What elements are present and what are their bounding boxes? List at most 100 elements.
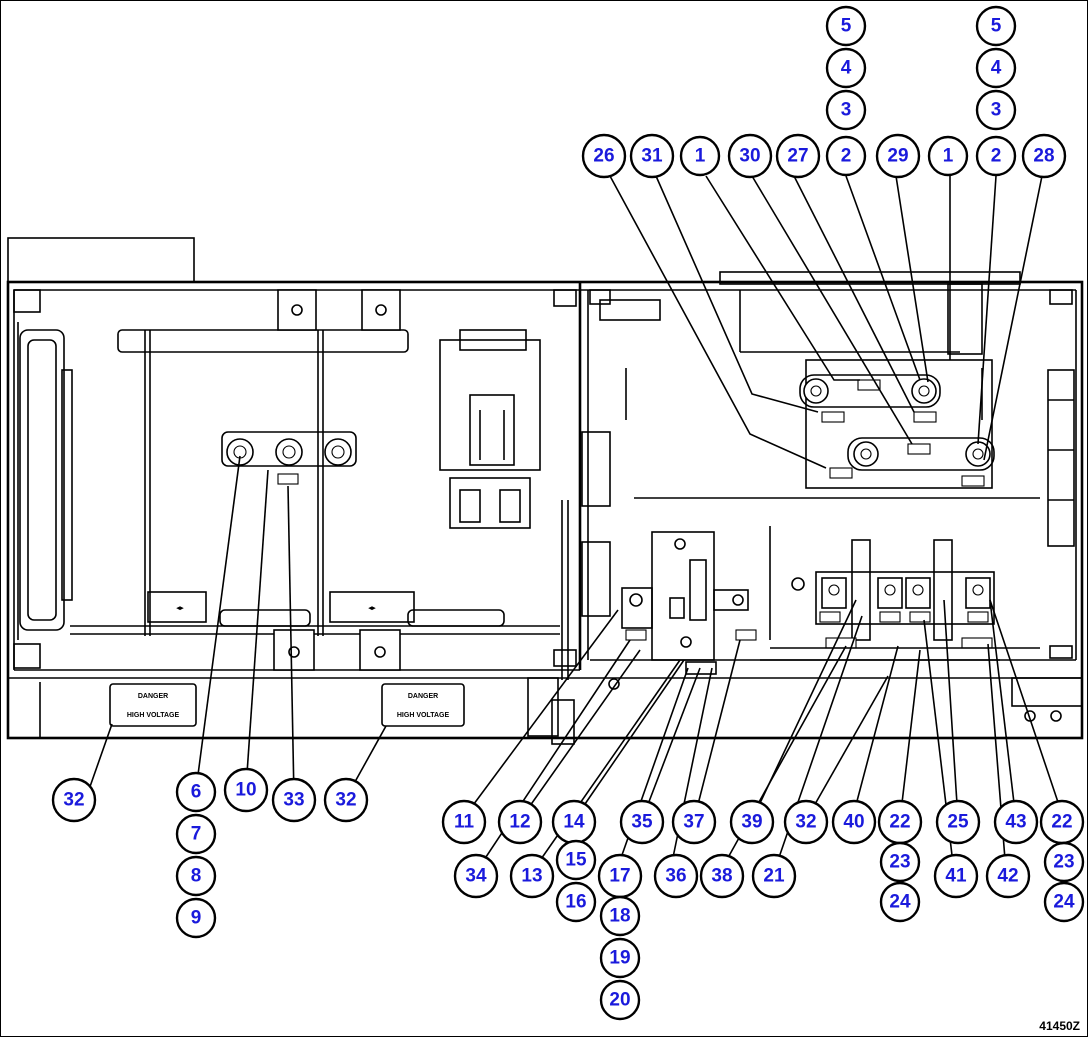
callout-bubble: 15 bbox=[555, 839, 597, 881]
callout-bubble: 35 bbox=[619, 799, 665, 845]
svg-text:4: 4 bbox=[841, 58, 852, 79]
callout-bubble: 38 bbox=[699, 853, 745, 899]
svg-text:14: 14 bbox=[563, 812, 585, 833]
callout-bubble: 28 bbox=[1021, 133, 1067, 179]
callout-bubble: 39 bbox=[729, 799, 775, 845]
svg-text:39: 39 bbox=[741, 812, 762, 833]
callout-bubble: 27 bbox=[775, 133, 821, 179]
callout-bubble: 32 bbox=[783, 799, 829, 845]
placard-right-line1: DANGER bbox=[408, 693, 438, 700]
callout-bubble: 1 bbox=[927, 135, 969, 177]
callout-bubble: 40 bbox=[831, 799, 877, 845]
callout-bubble: 24 bbox=[1043, 881, 1085, 923]
lower-breaker-assembly bbox=[760, 526, 1040, 661]
svg-text:12: 12 bbox=[509, 812, 530, 833]
control-module bbox=[621, 531, 757, 675]
svg-text:7: 7 bbox=[191, 824, 202, 845]
svg-text:11: 11 bbox=[454, 812, 475, 833]
callout-bubble: 14 bbox=[551, 799, 597, 845]
callout-bubble: 3 bbox=[825, 89, 867, 131]
svg-text:32: 32 bbox=[795, 812, 816, 833]
callout-bubble: 4 bbox=[975, 47, 1017, 89]
callout-bubble: 42 bbox=[985, 853, 1031, 899]
callout-bubble: 25 bbox=[935, 799, 981, 845]
callout-bubble: 6 bbox=[175, 771, 217, 813]
callout-bubble: 19 bbox=[599, 937, 641, 979]
svg-text:22: 22 bbox=[1051, 812, 1072, 833]
svg-text:29: 29 bbox=[887, 146, 908, 167]
svg-text:3: 3 bbox=[991, 100, 1002, 121]
callout-bubble: 17 bbox=[597, 853, 643, 899]
danger-placard-left: DANGER HIGH VOLTAGE bbox=[109, 683, 197, 727]
svg-text:5: 5 bbox=[991, 16, 1002, 37]
svg-text:22: 22 bbox=[889, 812, 910, 833]
callout-bubble: 43 bbox=[993, 799, 1039, 845]
svg-text:20: 20 bbox=[609, 990, 630, 1011]
svg-text:2: 2 bbox=[841, 146, 852, 167]
callout-bubble: 7 bbox=[175, 813, 217, 855]
svg-text:26: 26 bbox=[593, 146, 614, 167]
callout-bubble: 22 bbox=[1039, 799, 1085, 845]
svg-text:30: 30 bbox=[739, 146, 760, 167]
svg-text:6: 6 bbox=[191, 782, 202, 803]
svg-text:41: 41 bbox=[945, 866, 967, 887]
callout-bubble: 23 bbox=[879, 841, 921, 883]
svg-text:23: 23 bbox=[1053, 852, 1074, 873]
svg-text:5: 5 bbox=[841, 16, 852, 37]
svg-text:10: 10 bbox=[235, 780, 256, 801]
callout-bubble: 8 bbox=[175, 855, 217, 897]
svg-text:1: 1 bbox=[943, 146, 954, 167]
callout-bubble: 31 bbox=[629, 133, 675, 179]
callout-bubble: 12 bbox=[497, 799, 543, 845]
danger-placard-right: DANGER HIGH VOLTAGE bbox=[381, 683, 465, 727]
svg-text:40: 40 bbox=[843, 812, 864, 833]
callout-bubble: 2 bbox=[825, 135, 867, 177]
callout-bubble: 13 bbox=[509, 853, 555, 899]
svg-text:42: 42 bbox=[997, 866, 1018, 887]
callout-bubble: 29 bbox=[875, 133, 921, 179]
svg-text:38: 38 bbox=[711, 866, 732, 887]
callout-bubble: 22 bbox=[877, 799, 923, 845]
upper-busbar-assembly bbox=[599, 271, 1040, 499]
callout-bubble: 4 bbox=[825, 47, 867, 89]
svg-text:4: 4 bbox=[991, 58, 1002, 79]
svg-text:2: 2 bbox=[991, 146, 1002, 167]
svg-text:33: 33 bbox=[283, 790, 304, 811]
callout-bubble: 1 bbox=[679, 135, 721, 177]
figure-id: 41450Z bbox=[1039, 1019, 1080, 1033]
placard-left-line2: HIGH VOLTAGE bbox=[127, 712, 180, 719]
svg-text:37: 37 bbox=[683, 812, 704, 833]
callout-bubble: 11 bbox=[441, 799, 487, 845]
callout-bubble: 3 bbox=[975, 89, 1017, 131]
svg-text:43: 43 bbox=[1005, 812, 1026, 833]
panel-enclosure: ◂▸ ◂▸ bbox=[6, 237, 1084, 740]
svg-text:15: 15 bbox=[565, 850, 587, 871]
callout-bubble: 5 bbox=[825, 5, 867, 47]
svg-text:8: 8 bbox=[191, 866, 202, 887]
svg-text:18: 18 bbox=[609, 906, 630, 927]
callout-bubble: 21 bbox=[751, 853, 797, 899]
callout-bubble: 10 bbox=[223, 767, 269, 813]
callout-bubble: 24 bbox=[879, 881, 921, 923]
svg-text:36: 36 bbox=[665, 866, 686, 887]
svg-text:32: 32 bbox=[63, 790, 84, 811]
callout-bubble: 34 bbox=[453, 853, 499, 899]
callout-bubble: 41 bbox=[933, 853, 979, 899]
svg-text:31: 31 bbox=[641, 146, 663, 167]
left-terminal-block bbox=[221, 431, 357, 485]
svg-text:17: 17 bbox=[609, 866, 630, 887]
svg-text:3: 3 bbox=[841, 100, 852, 121]
callout-bubble: 36 bbox=[653, 853, 699, 899]
callout-bubble: 20 bbox=[599, 979, 641, 1021]
callout-bubble: 26 bbox=[581, 133, 627, 179]
callout-bubble: 18 bbox=[599, 895, 641, 937]
callout-bubble: 30 bbox=[727, 133, 773, 179]
placard-left-line1: DANGER bbox=[138, 693, 168, 700]
callout-bubble: 32 bbox=[323, 777, 369, 823]
callout-bubble: 9 bbox=[175, 897, 217, 939]
svg-text:16: 16 bbox=[565, 892, 586, 913]
svg-text:13: 13 bbox=[521, 866, 542, 887]
leader-lines bbox=[85, 175, 1065, 873]
svg-text:21: 21 bbox=[763, 866, 785, 887]
